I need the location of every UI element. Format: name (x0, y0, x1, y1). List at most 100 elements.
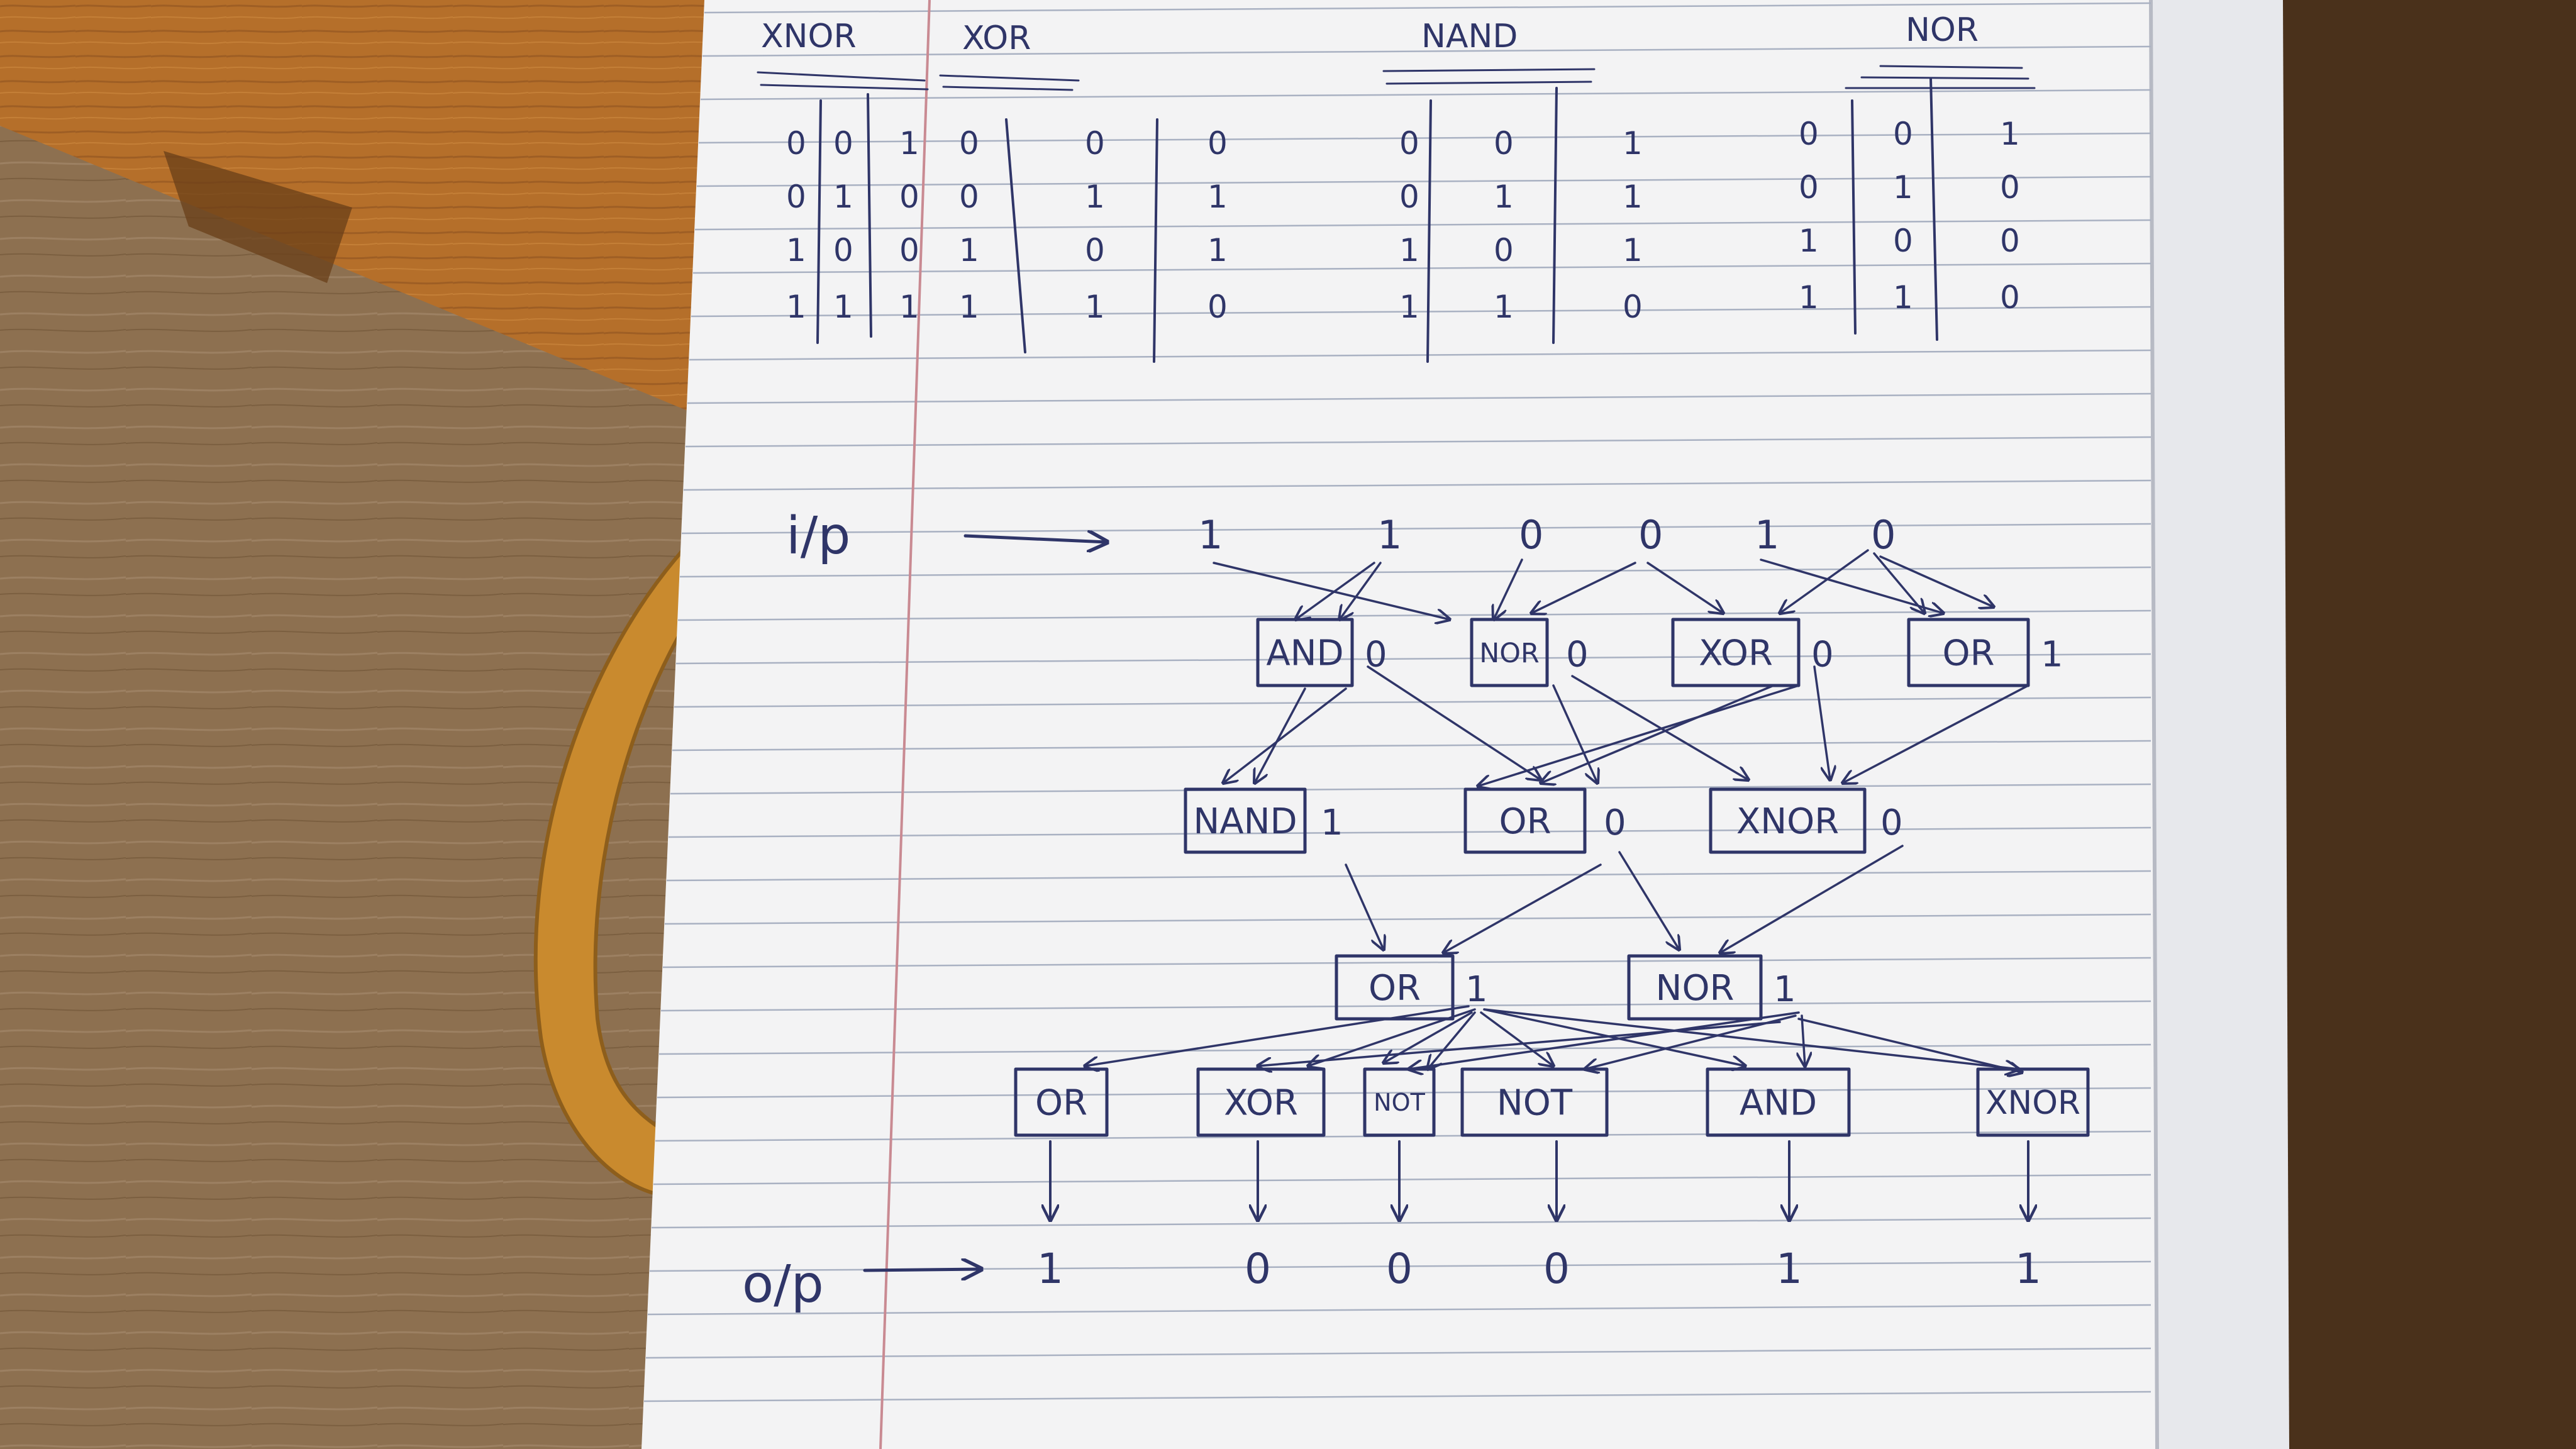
truth-table-cell: 1 (1399, 232, 1419, 269)
truth-table-cell: 1 (1085, 289, 1105, 325)
gate-label: OR (1368, 968, 1421, 1009)
truth-table-cell: 0 (1799, 169, 1819, 206)
output-value: 0 (1245, 1245, 1271, 1293)
rule-line (675, 653, 2151, 665)
truth-table-cell: 0 (833, 232, 853, 269)
truth-table-cell: 1 (833, 289, 853, 325)
truth-table-cell: 0 (1893, 223, 1913, 259)
input-value: 0 (1519, 512, 1543, 558)
rule-line (643, 1391, 2151, 1402)
input-value: 1 (1198, 512, 1223, 558)
wire (1223, 687, 1347, 783)
truth-table-cell: 1 (786, 289, 806, 325)
truth-table-cell: 1 (1623, 125, 1643, 162)
wire (1813, 665, 1830, 780)
truth-table-cell: 1 (1494, 179, 1514, 215)
rule-line (687, 392, 2151, 404)
wire (1409, 1011, 1800, 1069)
gate-label: XNOR (1985, 1084, 2080, 1122)
input-value: 1 (1755, 512, 1779, 558)
page-gutter (2149, 0, 2159, 1449)
truth-table-cell: 1 (1799, 223, 1819, 259)
output-value: 1 (1037, 1245, 1063, 1293)
rule-line (651, 1217, 2151, 1229)
output-value: 1 (2015, 1245, 2041, 1293)
ruled-lines (643, 2, 2151, 1402)
chair-backrest (533, 543, 701, 1197)
gate-box (1907, 618, 2030, 687)
wire (1646, 562, 1723, 613)
wire (1720, 845, 1904, 953)
wire (1345, 863, 1384, 950)
truth-table-cell: 0 (1208, 289, 1228, 325)
rule-line (685, 436, 2151, 448)
truth-table-cell: 1 (899, 289, 919, 325)
gate-label: XOR (1699, 633, 1773, 674)
wire (1340, 562, 1382, 619)
gate-label: NOR (1479, 638, 1540, 669)
rule-line (668, 826, 2151, 838)
gate-box (1976, 1067, 2090, 1137)
truth-table-cell: 0 (1494, 125, 1514, 162)
truth-table-cell: 0 (1208, 125, 1228, 162)
truth-table-cell: 1 (786, 232, 806, 269)
wire (1618, 851, 1679, 950)
wire (1843, 684, 2029, 783)
gate-output-value: 0 (1566, 635, 1589, 675)
truth-table-cell: 0 (899, 232, 919, 269)
truth-table-cell: 1 (1893, 169, 1913, 206)
rule-line (694, 219, 2151, 231)
wire (1531, 562, 1636, 613)
gate-label: AND (1266, 633, 1343, 674)
truth-table-cell: 0 (1623, 289, 1643, 325)
gate-label: OR (1035, 1083, 1087, 1124)
wire (1367, 665, 1541, 780)
rule-line (658, 1043, 2151, 1055)
rule-line (698, 132, 2151, 144)
gate-nor: NOR 0 (1470, 618, 1589, 687)
wire (1296, 562, 1375, 619)
gate-box (1671, 618, 1801, 687)
rule-line (704, 2, 2151, 14)
notebook-page (641, 0, 2157, 1449)
truth-table-cell: 1 (1399, 289, 1419, 325)
gate-label: NAND (1193, 801, 1297, 842)
gate-output-value: 1 (1774, 969, 1796, 1010)
rule-line (672, 740, 2151, 752)
wire (1308, 1008, 1476, 1066)
truth-table-cell: 0 (1085, 232, 1105, 269)
gate-box (1709, 787, 1867, 854)
gate-and: AND (1706, 1067, 1851, 1137)
gate-box (1627, 954, 1763, 1021)
rule-line (702, 45, 2151, 57)
gate-output-value: 0 (1365, 635, 1387, 675)
rule-line (681, 523, 2151, 535)
input-arrow (963, 536, 1107, 542)
output-value: 1 (1776, 1245, 1802, 1293)
table-title: XNOR (761, 18, 857, 55)
wire (1443, 863, 1602, 953)
gate-box (1363, 1067, 1436, 1137)
truth-table-cell: 0 (786, 179, 806, 215)
gate-box (1460, 1067, 1609, 1137)
wire (1873, 552, 1924, 613)
wire (1213, 562, 1450, 619)
gate-output-value: 1 (2041, 635, 2063, 675)
truth-table-cell: 0 (959, 179, 979, 215)
gate-label: XOR (1224, 1083, 1298, 1124)
rule-line (674, 696, 2151, 708)
rule-line (664, 913, 2151, 925)
rule-line (670, 783, 2151, 795)
table-shadow (164, 151, 352, 283)
gate-box (1706, 1067, 1851, 1137)
truth-table-cell: 1 (959, 232, 979, 269)
truth-table-cell: 1 (1893, 279, 1913, 316)
rule-line (689, 349, 2151, 361)
output-arrow (863, 1269, 981, 1270)
